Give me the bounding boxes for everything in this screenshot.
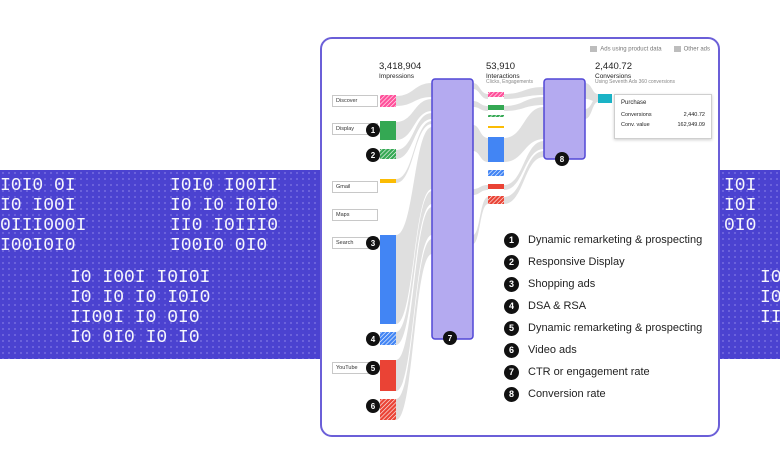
conversions-bar	[598, 94, 612, 103]
top-legend: Ads using product data Other ads	[590, 46, 710, 53]
result-flows	[585, 83, 598, 119]
svg-text:I0: I0	[760, 288, 780, 308]
source-gmail[interactable]: Gmail	[332, 181, 378, 193]
svg-text:0I0: 0I0	[724, 216, 756, 236]
legend-other: Other ads	[673, 46, 710, 53]
gmail-bar	[380, 179, 396, 183]
solid-swatch-icon	[673, 46, 681, 52]
svg-text:I0 I00I I0I0I: I0 I00I I0I0I	[70, 268, 210, 288]
svg-text:II: II	[760, 308, 780, 328]
impressions-column	[431, 78, 474, 340]
conversions-label: Conversions	[595, 72, 632, 80]
interaction-flows	[473, 83, 488, 244]
interaction-bar-search-product	[488, 170, 504, 176]
svg-text:II0 I0III0: II0 I0III0	[170, 216, 278, 236]
display-bar	[380, 121, 396, 140]
svg-text:I0I: I0I	[724, 176, 756, 196]
svg-text:I0 I0 I0I0: I0 I0 I0I0	[170, 196, 278, 216]
marker-5: 5	[366, 361, 380, 375]
conversion-flows	[504, 87, 544, 204]
svg-text:I0: I0	[760, 268, 780, 288]
source-maps[interactable]: Maps	[332, 209, 378, 221]
svg-text:II00I I0 0I0: II00I I0 0I0	[70, 308, 200, 328]
conversions-sub: Using Seventh Ads 360 conversions	[595, 79, 676, 86]
discover-bar	[380, 95, 396, 107]
conversion-column	[543, 78, 586, 160]
svg-text:I00I0 0I0: I00I0 0I0	[170, 236, 267, 256]
impressions-label: Impressions	[379, 72, 415, 80]
source-flows	[396, 83, 432, 420]
conversions-stat: 2,440.72 Conversions Using Seventh Ads 3…	[595, 61, 676, 86]
search-bar	[380, 235, 396, 324]
svg-text:I0 0I0 I0 I0: I0 0I0 I0 I0	[70, 328, 200, 348]
tooltip-row: Conv. value 162,949.09	[621, 122, 705, 128]
conversion-path-card: Ads using product data Other ads 3,418,9…	[320, 37, 720, 437]
interaction-bar-display-product	[488, 115, 504, 117]
legend-product: Ads using product data	[590, 46, 662, 53]
svg-text:I0 I0 I0 I0I0: I0 I0 I0 I0I0	[70, 288, 210, 308]
source-discover[interactable]: Discover	[332, 95, 378, 107]
search-product-bar	[380, 332, 396, 345]
tooltip-title: Purchase	[621, 100, 647, 106]
marker-2: 2	[366, 148, 380, 162]
hatched-swatch-icon	[590, 46, 598, 52]
svg-text:I0I0 I00II: I0I0 I00II	[170, 176, 278, 196]
interactions-sub: Clicks, Engagements	[486, 79, 533, 86]
marker-8: 8	[555, 152, 569, 166]
interaction-bar-gmail	[488, 126, 504, 128]
marker-3: 3	[366, 236, 380, 250]
svg-text:I0 I00I: I0 I00I	[0, 196, 76, 216]
conversions-value: 2,440.72	[595, 61, 632, 72]
youtube-bar	[380, 360, 396, 391]
interaction-bar-search	[488, 137, 504, 162]
interaction-bar-youtube	[488, 184, 504, 189]
impressions-stat: 3,418,904 Impressions	[379, 61, 422, 80]
youtube-product-bar	[380, 399, 396, 420]
svg-text:I00I0I0: I00I0I0	[0, 236, 76, 256]
tooltip-row: Conversions 2,440.72	[621, 112, 705, 118]
marker-7: 7	[443, 331, 457, 345]
marker-4: 4	[366, 332, 380, 346]
interaction-bar-display	[488, 105, 504, 110]
interaction-bar-discover	[488, 92, 504, 97]
svg-text:I0I0 0I: I0I0 0I	[0, 176, 76, 196]
svg-text:I0I: I0I	[724, 196, 756, 216]
interactions-stat: 53,910 Interactions Clicks, Engagements	[486, 61, 533, 86]
display-product-bar	[380, 149, 396, 159]
marker-6: 6	[366, 399, 380, 413]
interactions-value: 53,910	[486, 61, 516, 72]
svg-text:0III000I: 0III000I	[0, 216, 86, 236]
interaction-bar-youtube-product	[488, 196, 504, 204]
impressions-value: 3,418,904	[379, 61, 422, 72]
conversion-tooltip: Purchase Conversions 2,440.72 Conv. valu…	[614, 94, 712, 139]
interactions-label: Interactions	[486, 72, 520, 80]
marker-1: 1	[366, 123, 380, 137]
